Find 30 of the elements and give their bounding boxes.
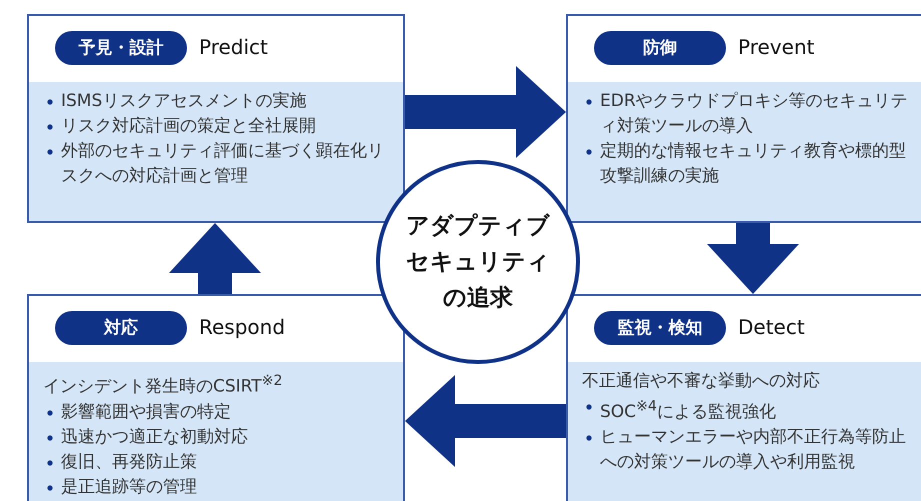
body-heading: インシデント発生時のCSIRT$^{※2}$ bbox=[43, 372, 284, 399]
block-arrow bbox=[405, 375, 566, 467]
bullet-item: 是正追跡等の管理 bbox=[61, 476, 197, 497]
bullet-item: ISMSリスクアセスメントの実施 bbox=[61, 91, 306, 111]
phase-tag: 対応 bbox=[55, 311, 187, 345]
bullet-item: 迅速かつ適正な初動対応 bbox=[61, 426, 248, 447]
phase-title: Detect bbox=[738, 314, 805, 341]
phase-title: Respond bbox=[199, 314, 286, 341]
block-arrow bbox=[169, 223, 261, 294]
bullet-item: EDRやクラウドプロキシ等のセキュリティ対策ツールの導入 bbox=[600, 91, 908, 136]
center-title: アダプティブセキュリティの追求 bbox=[404, 212, 551, 313]
block-arrow bbox=[405, 66, 566, 158]
bullet-item: 復旧、再発防止策 bbox=[61, 452, 197, 472]
bullet-item: 外部のセキュリティ評価に基づく顕在化リスクへの対応計画と管理 bbox=[61, 141, 384, 186]
bullet-item: ヒューマンエラーや内部不正行為等防止への対策ツールの導入や利用監視 bbox=[600, 426, 906, 472]
bullet-item: SOC$^{※4}$による監視強化 bbox=[600, 402, 776, 422]
phase-title: Predict bbox=[199, 34, 268, 61]
phase-tag: 予見・設計 bbox=[55, 31, 187, 65]
bullet-item: 定期的な情報セキュリティ教育や標的型攻撃訓練の実施 bbox=[600, 141, 906, 186]
body-heading: 不正通信や不審な挙動への対応 bbox=[582, 370, 821, 393]
phase-title: Prevent bbox=[738, 34, 814, 61]
phase-card bbox=[566, 14, 921, 223]
phase-card bbox=[27, 294, 405, 501]
bullet-item: 影響範囲や損害の特定 bbox=[61, 402, 231, 422]
phase-tag: 監視・検知 bbox=[594, 311, 726, 345]
phase-tag: 防御 bbox=[594, 31, 726, 65]
bullet-item: リスク対応計画の策定と全社展開 bbox=[61, 116, 316, 136]
phase-card bbox=[27, 14, 405, 223]
phase-card bbox=[566, 294, 921, 501]
block-arrow bbox=[707, 223, 799, 294]
